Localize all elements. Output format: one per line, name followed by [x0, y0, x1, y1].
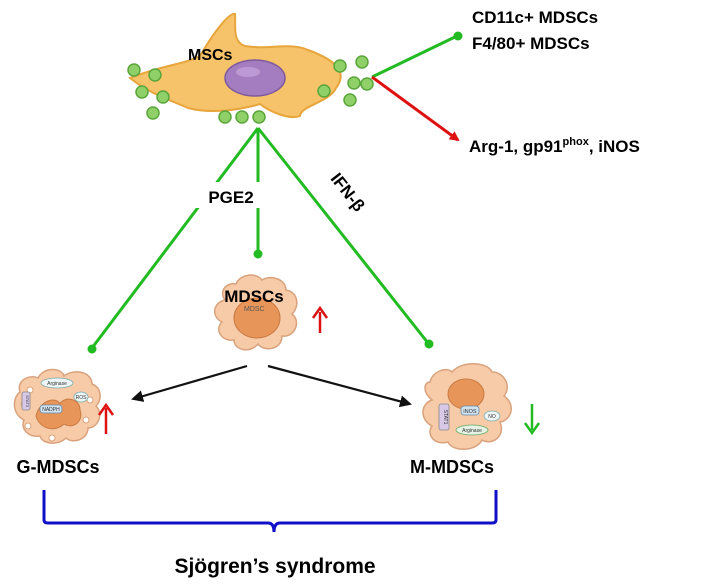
g-ros-badge	[73, 391, 89, 403]
g-stat3-badge	[21, 391, 31, 411]
g-mdsc-cell: Arginase ROS STAT3 NADPH	[13, 368, 101, 444]
msc-nucleus-highlight	[236, 67, 260, 77]
mdscs-label: MDSCs	[224, 287, 284, 306]
mscs-label: MSCs	[188, 47, 233, 64]
vesicle	[252, 110, 266, 124]
m-mdscs-label: M-MDSCs	[410, 457, 494, 477]
arrow-to-g-mdscs	[131, 364, 248, 402]
g-mdscs-up-arrow	[97, 402, 115, 434]
m-arginase-badge	[455, 424, 489, 436]
g-arginase-label: Arginase	[47, 381, 67, 387]
msc-cell	[128, 12, 342, 118]
m-no-badge	[483, 410, 501, 422]
vesicle	[347, 76, 361, 90]
vesicle	[317, 84, 331, 98]
syndrome-label: Sjögren’s syndrome	[174, 555, 375, 578]
vesicle	[343, 93, 357, 107]
g-ros-label: ROS	[76, 395, 88, 401]
m-mdsc-cell: STAT1 iNOS NO Arginase	[422, 363, 512, 450]
msc-nucleus	[224, 59, 286, 97]
cd11c-mdscs-label: CD11c+ MDSCs	[472, 8, 598, 27]
mdsc-cell: MDSC	[214, 274, 298, 351]
vesicle	[135, 85, 149, 99]
pge2-dot-mdscs	[253, 249, 263, 259]
arrow-to-m-mdscs	[267, 364, 412, 408]
m-arginase-label: Arginase	[462, 428, 482, 434]
msc-vesicles	[127, 55, 374, 124]
vesicle	[146, 106, 160, 120]
vesicle	[235, 110, 249, 124]
vesicle	[127, 63, 141, 77]
vesicle	[156, 90, 170, 104]
ifnb-dot-m-mdscs	[424, 339, 434, 349]
g-mdscs-label: G-MDSCs	[16, 457, 99, 477]
g-stat3-label: STAT3	[25, 395, 30, 408]
m-inos-badge	[460, 405, 480, 416]
m-inos-label: iNOS	[463, 409, 476, 415]
g-arginase-badge	[40, 377, 74, 389]
m-no-label: NO	[488, 414, 496, 420]
m-stat1-badge	[438, 403, 450, 431]
vesicle	[333, 59, 347, 73]
f480-mdscs-label: F4/80+ MDSCs	[472, 34, 590, 53]
g-mdsc-nucleus	[35, 398, 82, 430]
inhibit-arrow-markers	[371, 75, 460, 142]
mdsc-nucleus	[233, 297, 281, 339]
promote-line-mdscs	[371, 34, 458, 79]
m-stat1-label: STAT1	[442, 410, 448, 425]
pge2-label: PGE2	[208, 188, 253, 207]
ifnb-line-m-mdscs	[256, 127, 430, 344]
mdscs-up-arrow	[311, 305, 329, 333]
ifnb-label: IFN-β	[327, 169, 369, 215]
m-mdscs-down-arrow	[523, 404, 541, 436]
syndrome-brace	[42, 490, 498, 533]
pge2-line-g-mdscs	[90, 127, 260, 349]
vesicle	[218, 110, 232, 124]
mdsc-small-label: MDSC	[244, 306, 265, 313]
vesicle	[148, 68, 162, 82]
g-nadph-label: NADPH	[42, 407, 60, 413]
promote-dot-mdscs	[453, 31, 463, 41]
vesicle	[355, 55, 369, 69]
pge2-label-bg	[196, 182, 266, 208]
m-mdsc-nucleus	[447, 378, 485, 410]
g-nadph-badge	[39, 404, 63, 414]
vesicle	[360, 77, 374, 91]
markers-label: Arg-1, gp91phox, iNOS	[469, 136, 640, 156]
pge2-dot-g-mdscs	[87, 344, 97, 354]
